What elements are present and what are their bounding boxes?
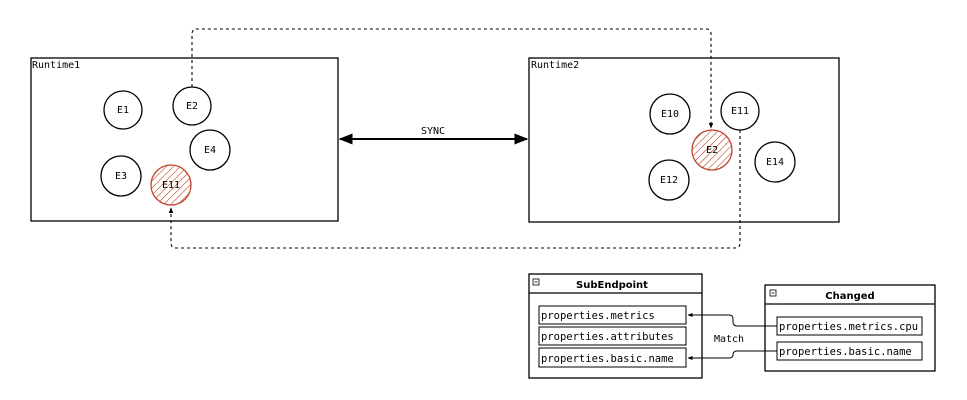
runtime2-title: Runtime2 <box>531 60 579 71</box>
field-row: properties.metrics <box>538 305 687 325</box>
field-row: properties.metrics.cpu <box>776 316 923 336</box>
sync-label: SYNC <box>421 126 445 137</box>
sub-endpoint-table: SubEndpoint properties.metrics propertie… <box>528 273 703 379</box>
node-label: E1 <box>117 105 129 116</box>
runtime1-title: Runtime1 <box>32 60 80 71</box>
runtime1-node-e1: E1 <box>103 90 143 130</box>
runtime1-node-e2: E2 <box>172 86 212 126</box>
field-label: properties.attributes <box>541 331 674 343</box>
node-label: E2 <box>186 101 198 112</box>
runtime1-node-e3: E3 <box>100 155 142 197</box>
runtime2-node-e10: E10 <box>649 93 691 135</box>
node-label: E4 <box>204 145 216 156</box>
field-row: properties.basic.name <box>538 347 687 368</box>
sub-endpoint-title: SubEndpoint <box>576 280 648 291</box>
field-row: properties.attributes <box>538 326 687 346</box>
runtime2-node-e11: E11 <box>720 91 760 131</box>
node-label: E3 <box>115 171 127 182</box>
runtime1-node-e4: E4 <box>189 129 231 171</box>
changed-table: Changed properties.metrics.cpu propertie… <box>764 284 936 372</box>
runtime2-node-e2-hatched: E2 <box>691 129 733 171</box>
dashed-link-e11 <box>168 130 741 249</box>
node-label: E12 <box>660 175 678 186</box>
field-label: properties.basic.name <box>779 346 912 358</box>
node-label: E10 <box>661 109 679 120</box>
node-label: E11 <box>162 180 180 191</box>
sync-connector: SYNC <box>338 126 529 145</box>
node-label: E14 <box>766 157 784 168</box>
node-label: E2 <box>706 145 718 156</box>
runtime2-box: Runtime2 <box>528 57 840 223</box>
field-label: properties.metrics <box>541 310 655 322</box>
match-label: Match <box>714 334 744 345</box>
runtime2-node-e12: E12 <box>648 159 690 201</box>
dashed-link-e2 <box>191 28 714 129</box>
match-connectors: Match <box>687 313 777 360</box>
runtime1-node-e11-hatched: E11 <box>150 164 192 206</box>
changed-title: Changed <box>825 291 874 302</box>
runtime1-box: Runtime1 <box>30 57 339 222</box>
node-label: E11 <box>731 106 749 117</box>
field-row: properties.basic.name <box>776 341 923 361</box>
field-label: properties.metrics.cpu <box>779 321 918 333</box>
runtime2-node-e14: E14 <box>754 141 796 183</box>
field-label: properties.basic.name <box>541 353 674 365</box>
